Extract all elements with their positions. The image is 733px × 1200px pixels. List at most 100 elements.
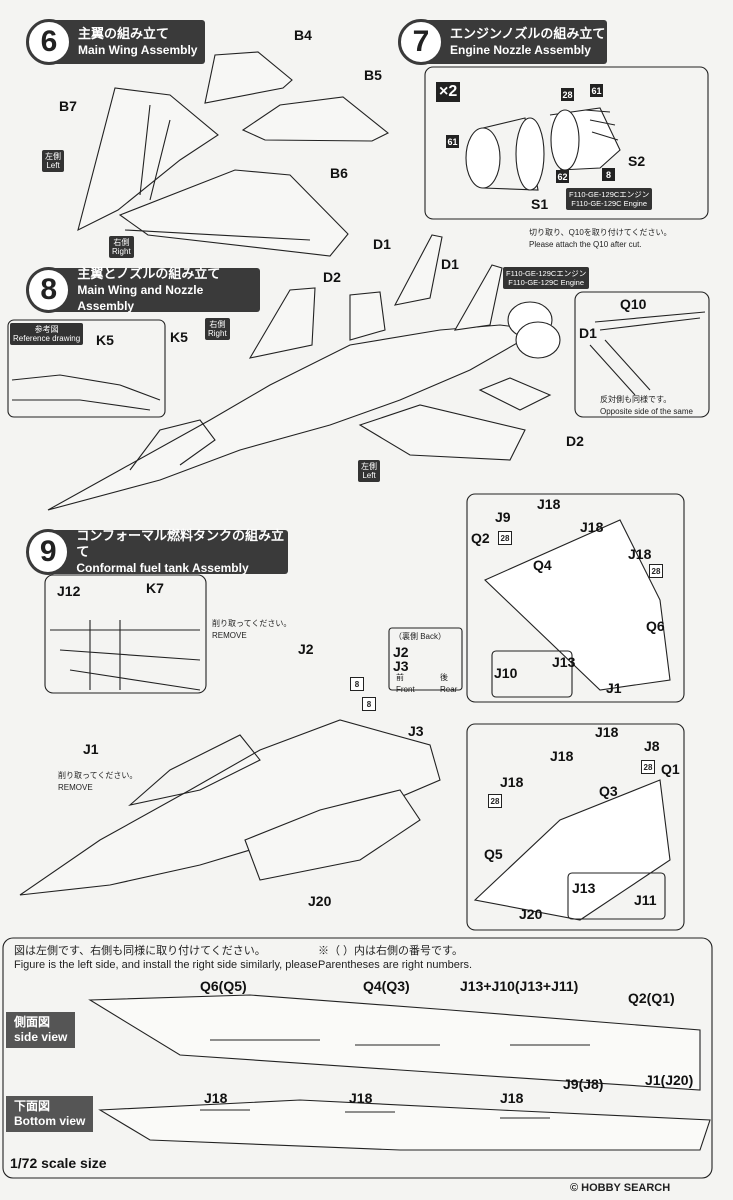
- step6-drawings: [77, 51, 390, 257]
- part-d2-b: D2: [566, 433, 584, 449]
- cut-note: 切り取り、Q10を取り付けてください。Please attach the Q10…: [529, 228, 672, 249]
- step9-aircraft: [19, 719, 441, 896]
- part-j9: J9: [495, 509, 511, 525]
- parentheses-note: ※（ ）内は右側の番号です。Parentheses are right numb…: [318, 945, 473, 971]
- nozzle-box: [424, 66, 709, 220]
- bottom-panel: [2, 937, 713, 1179]
- part-s1: S1: [531, 196, 549, 212]
- bottom-label-j9j8: J9(J8): [563, 1076, 604, 1092]
- part-d1-a: D1: [373, 236, 391, 252]
- step8-aircraft: [47, 234, 561, 511]
- scale-label: 1/72 scale size: [10, 1155, 107, 1171]
- quantity-x2: ×2: [436, 82, 461, 102]
- step6-title-en: Main Wing Assembly: [78, 43, 198, 57]
- part-q10: Q10: [620, 296, 647, 312]
- step6-number: 6: [26, 19, 72, 65]
- q10-box: [574, 291, 710, 418]
- back-j3: J3: [393, 658, 409, 674]
- bottom-label-j18-1: J18: [204, 1090, 228, 1106]
- part-j13-b: J13: [572, 880, 596, 896]
- step6-header: 6 主翼の組み立て Main Wing Assembly: [26, 19, 205, 65]
- part-q1: Q1: [661, 761, 680, 777]
- part-j13-t: J13: [552, 654, 576, 670]
- part-b4: B4: [294, 27, 312, 43]
- part-28: 28: [561, 88, 574, 101]
- step8-number: 8: [26, 267, 72, 313]
- part-j8: J8: [644, 738, 660, 754]
- cft-box-bottom: [466, 723, 685, 931]
- part-q2: Q2: [471, 530, 490, 546]
- part-j18-t1: J18: [537, 496, 561, 512]
- j12-box: [44, 574, 207, 694]
- bottom-label-q6q5: Q6(Q5): [200, 978, 247, 994]
- part-j18-b3: J18: [500, 774, 524, 790]
- part-b6: B6: [330, 165, 348, 181]
- remove-note-left: 削り取ってください。REMOVE: [58, 771, 138, 792]
- part-8-j3: 8: [362, 697, 376, 711]
- step7-number: 7: [398, 19, 444, 65]
- part-j2: J2: [298, 641, 314, 657]
- part-k5-b: K5: [96, 332, 114, 348]
- part-q5: Q5: [484, 846, 503, 862]
- part-j12: J12: [57, 583, 81, 599]
- part-d1-c: D1: [579, 325, 597, 341]
- watermark: © HOBBY SEARCH: [570, 1182, 671, 1194]
- bottom-label-j13j10: J13+J10(J13+J11): [460, 978, 579, 994]
- part-28-t1: 28: [498, 531, 512, 545]
- step9-title-en: Conformal fuel tank Assembly: [76, 561, 249, 575]
- part-61-a: 61: [590, 84, 603, 97]
- part-j11: J11: [634, 892, 657, 908]
- part-28-b2: 28: [488, 794, 502, 808]
- part-b7: B7: [59, 98, 77, 114]
- part-j3: J3: [408, 723, 424, 739]
- bottom-label-j1j20: J1(J20): [645, 1072, 694, 1088]
- step9-header: 9 コンフォーマル燃料タンクの組み立て Conformal fuel tank A…: [26, 528, 288, 575]
- part-d1-b: D1: [441, 256, 459, 272]
- part-j20-main: J20: [308, 893, 332, 909]
- reference-box: [7, 319, 166, 418]
- part-28-t2: 28: [649, 564, 663, 578]
- part-62: 62: [556, 170, 569, 183]
- part-j10: J10: [494, 665, 518, 681]
- bottom-label-q4q3: Q4(Q3): [363, 978, 410, 994]
- nozzle-drawings: [465, 107, 621, 191]
- step8-title-en: Main Wing and Nozzle Assembly: [77, 283, 204, 313]
- bottom-label-q2q1: Q2(Q1): [628, 990, 675, 1006]
- back-box: [388, 627, 463, 691]
- step9-title-jp: コンフォーマル燃料タンクの組み立て: [76, 528, 284, 559]
- step6-title-jp: 主翼の組み立て: [78, 26, 170, 41]
- part-j20-box: J20: [519, 906, 543, 922]
- left-side-note: 図は左側です、右側も同様に取り付けてください。Figure is the lef…: [14, 945, 321, 971]
- part-d2-a: D2: [323, 269, 341, 285]
- step9-number: 9: [26, 529, 71, 575]
- bottom-label-j18-2: J18: [349, 1090, 373, 1106]
- part-q3: Q3: [599, 783, 618, 799]
- part-61-b: 61: [446, 135, 459, 148]
- part-q4: Q4: [533, 557, 552, 573]
- part-s2: S2: [628, 153, 646, 169]
- part-k7: K7: [146, 580, 164, 596]
- cft-box-top: [466, 493, 685, 703]
- part-b5: B5: [364, 67, 382, 83]
- step7-title-en: Engine Nozzle Assembly: [450, 43, 591, 57]
- part-q6: Q6: [646, 618, 665, 634]
- back-j2: J2: [393, 644, 409, 660]
- back-label: （裏側 Back）: [394, 632, 447, 641]
- part-j1-main: J1: [83, 741, 99, 757]
- part-j18-t3: J18: [628, 546, 652, 562]
- part-8-j2: 8: [350, 677, 364, 691]
- part-j18-b1: J18: [595, 724, 619, 740]
- part-j18-t2: J18: [580, 519, 604, 535]
- part-k5-a: K5: [170, 329, 188, 345]
